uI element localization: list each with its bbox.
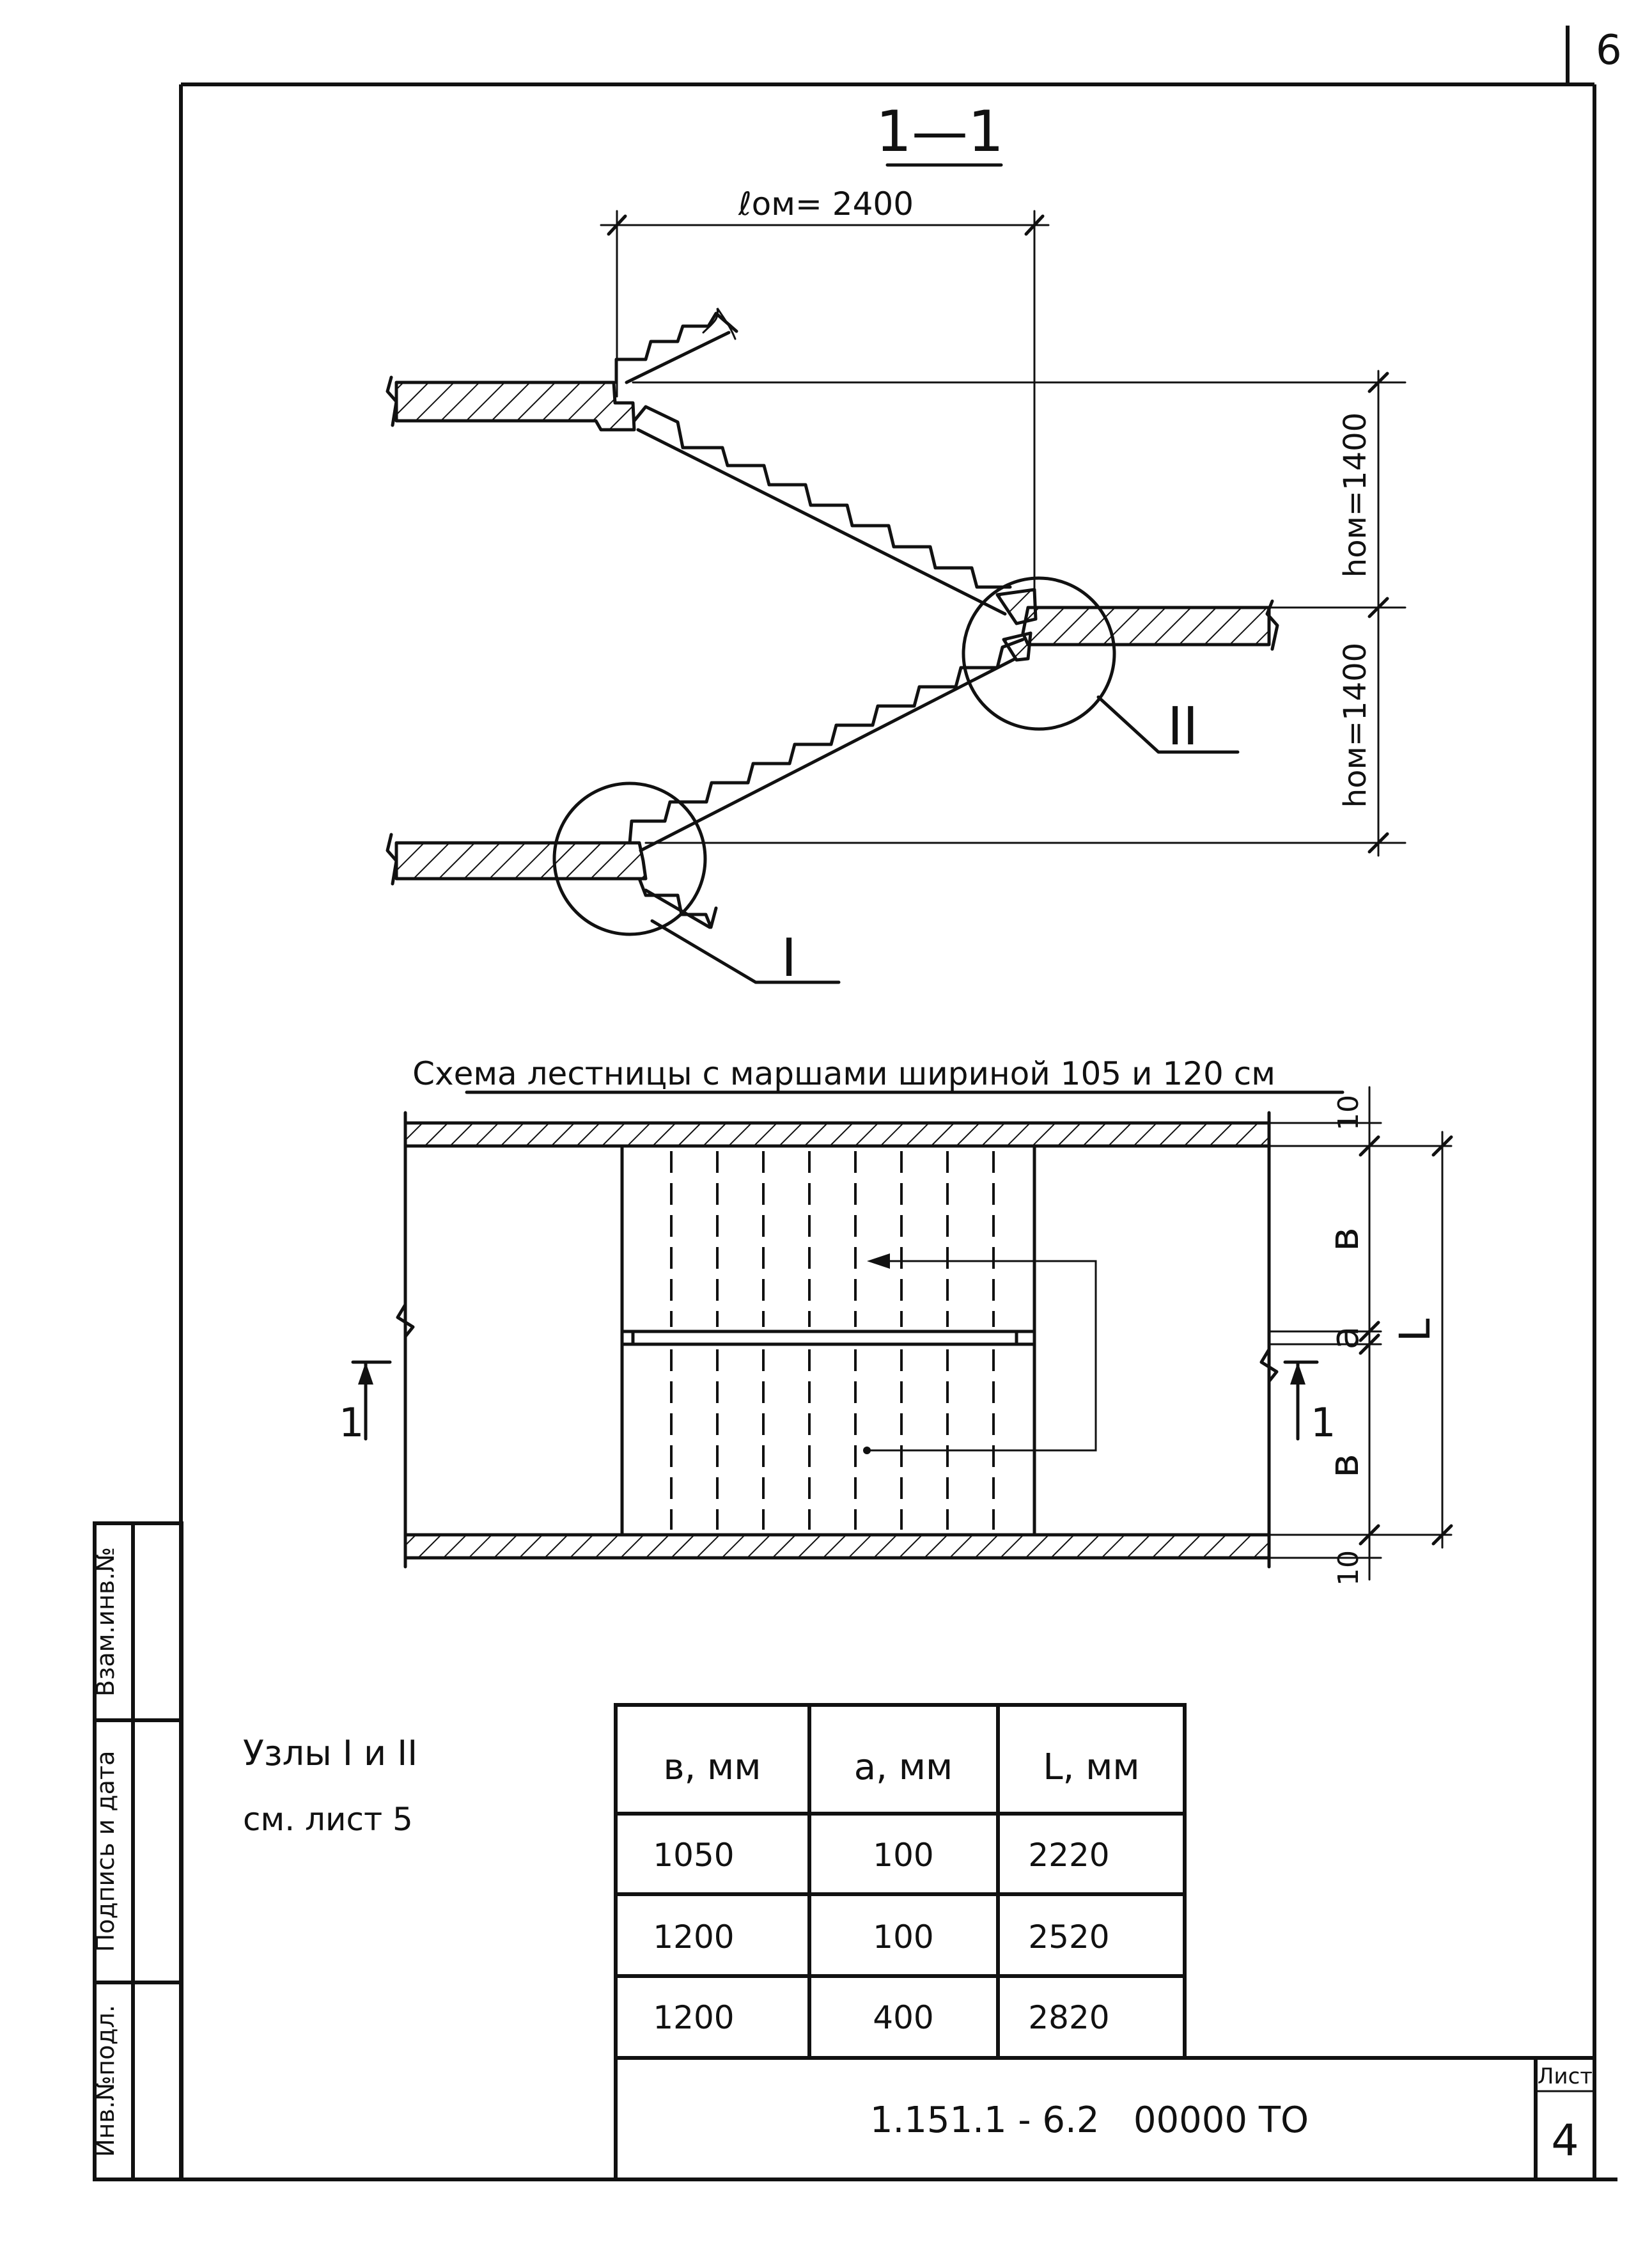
- table-header-L: L, мм: [1043, 1746, 1139, 1788]
- nodes-note: Узлы I и II см. лист 5: [243, 1733, 417, 1838]
- table-cell: 400: [873, 1999, 933, 2036]
- stamp-vzam-inv: Взам.инв.№: [91, 1547, 120, 1697]
- title-block: 1.151.1 - 6.2 00000 ТО Лист 4: [614, 2056, 1596, 2179]
- detail-node-2: II: [962, 576, 1240, 757]
- lower-flight: [628, 631, 1032, 929]
- corner-sheet-number: 6: [1596, 27, 1622, 74]
- table-header-b: в, мм: [663, 1746, 761, 1788]
- dim-length-label: ℓом= 2400: [738, 185, 914, 223]
- note-line-1: Узлы I и II: [243, 1733, 417, 1773]
- table-cell: 100: [873, 1919, 933, 1956]
- dimension-heights: hом=1400 hом=1400: [632, 370, 1407, 857]
- cut-mark-left: 1: [339, 1360, 392, 1446]
- sheet-label: Лист: [1538, 2064, 1593, 2089]
- dim-a: а: [1323, 1326, 1368, 1350]
- upper-flight: [614, 308, 1038, 625]
- plan-title: Схема лестницы с маршами шириной 105 и 1…: [412, 1055, 1275, 1092]
- cut-mark-right: 1: [1283, 1360, 1336, 1446]
- table-cell: 2820: [1028, 1999, 1109, 2036]
- table-cell: 1200: [653, 1999, 734, 2036]
- table-header-a: а, мм: [854, 1746, 953, 1788]
- middle-slab: [1021, 606, 1271, 647]
- bottom-slab: [394, 841, 648, 881]
- dim-b-lower: в: [1321, 1454, 1368, 1478]
- dim-total-L: L: [1391, 1318, 1440, 1342]
- top-slab: [394, 381, 636, 432]
- stamp-podpis-data: Подпись и дата: [91, 1751, 120, 1952]
- sheet-number: 4: [1551, 2115, 1578, 2166]
- dimensions-table: в, мм а, мм L, мм 1050 100 2220 1200 100…: [614, 1703, 1187, 2060]
- table-cell: 100: [873, 1837, 933, 1874]
- section-title: 1—1: [876, 98, 1004, 164]
- table-cell: 1200: [653, 1919, 734, 1956]
- stair-plan: Схема лестницы с маршами шириной 105 и 1…: [339, 1055, 1453, 1586]
- cut-right-label: 1: [1311, 1399, 1336, 1446]
- dim-height-upper: hом=1400: [1337, 412, 1373, 577]
- top-wall: [403, 1121, 1271, 1148]
- document-designation: 1.151.1 - 6.2 00000 ТО: [870, 2099, 1309, 2141]
- table-cell: 1050: [653, 1837, 734, 1874]
- side-stamp: Инв.№подл. Подпись и дата Взам.инв.№: [91, 1521, 183, 2181]
- plan-dimensions: 10 в а в 10 L: [1268, 1086, 1453, 1586]
- dimension-length: ℓом= 2400: [600, 185, 1050, 606]
- section-1-1: 1—1 ℓом= 2400: [386, 98, 1407, 989]
- dim-height-lower: hом=1400: [1337, 643, 1373, 808]
- dim-bottom-10: 10: [1332, 1550, 1365, 1586]
- cut-left-label: 1: [339, 1399, 364, 1446]
- stamp-inv-podl: Инв.№подл.: [91, 2005, 120, 2157]
- node-label-2: II: [1167, 696, 1198, 757]
- bottom-wall: [403, 1533, 1271, 1560]
- detail-node-1: I: [552, 781, 841, 989]
- note-line-2: см. лист 5: [243, 1801, 413, 1838]
- plan-flights: [620, 1144, 1097, 1537]
- table-cell: 2520: [1028, 1919, 1109, 1956]
- node-label-1: I: [781, 928, 797, 989]
- dim-b-upper: в: [1321, 1227, 1368, 1252]
- table-cell: 2220: [1028, 1837, 1109, 1874]
- dim-top-10: 10: [1332, 1095, 1365, 1131]
